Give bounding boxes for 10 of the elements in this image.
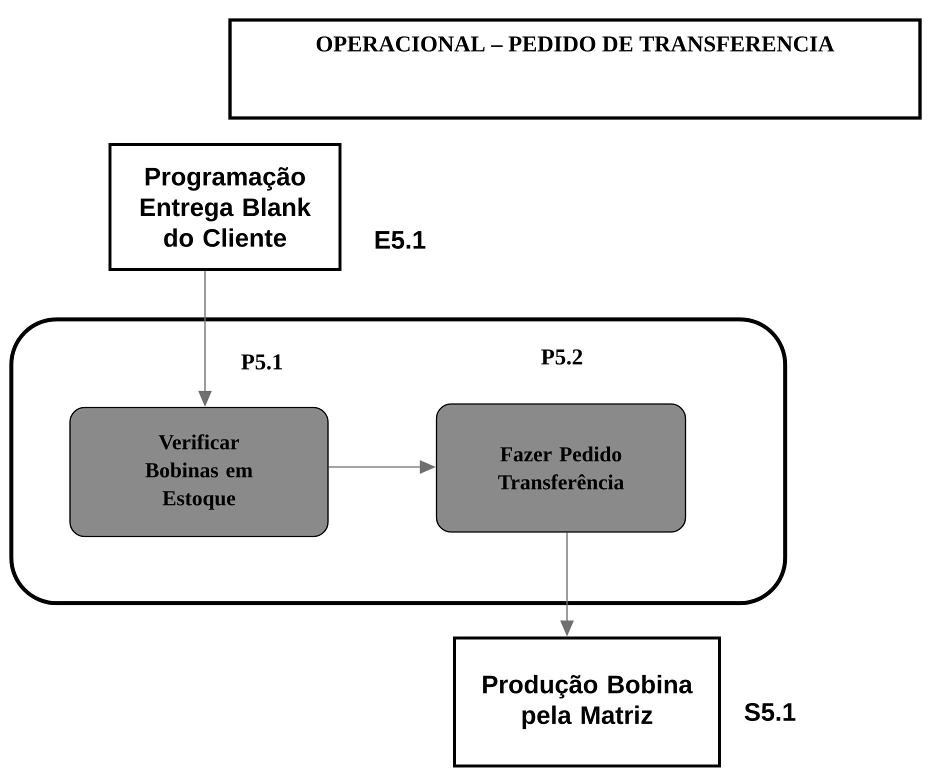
- step-code: E5.1: [376, 231, 426, 249]
- process-box: Programação Entrega Blank do Cliente: [108, 143, 342, 271]
- step-code: P5.2: [541, 349, 582, 365]
- process-box: Produção Bobina pela Matriz: [453, 636, 721, 768]
- step-code: P5.1: [241, 354, 282, 370]
- step-code: S5.1: [744, 703, 796, 721]
- process-box: Fazer Pedido Transferência: [436, 403, 686, 533]
- title-box: OPERACIONAL – PEDIDO DE TRANSFERENCIA: [228, 18, 922, 120]
- group-container: [9, 317, 788, 606]
- process-box: Verificar Bobinas em Estoque: [69, 406, 329, 538]
